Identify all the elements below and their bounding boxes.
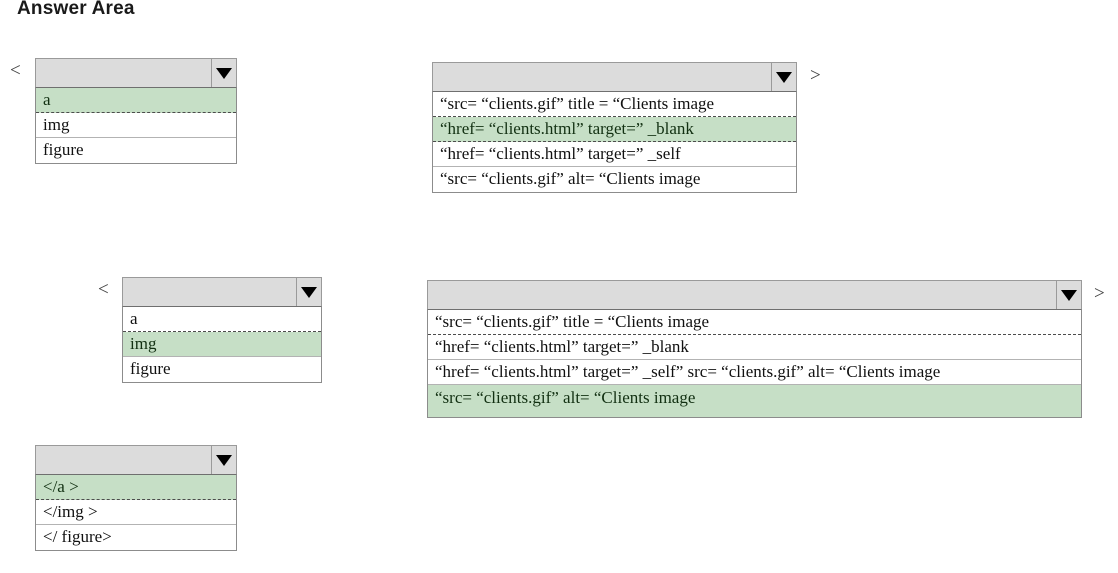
chevron-down-icon[interactable] <box>211 59 236 87</box>
list-item[interactable]: “href= “clients.html” target=” _blank <box>433 117 796 142</box>
caret-glyph <box>301 286 317 298</box>
list-item[interactable]: “src= “clients.gif” alt= “Clients image <box>428 385 1081 417</box>
chevron-down-icon[interactable] <box>771 63 796 91</box>
chevron-down-icon[interactable] <box>211 446 236 474</box>
list-item[interactable]: </ figure> <box>36 525 236 550</box>
list-item[interactable]: “src= “clients.gif” title = “Clients ima… <box>428 310 1081 335</box>
close-angle-bracket-row2: > <box>1094 283 1105 304</box>
caret-glyph <box>1061 289 1077 301</box>
dropdown-tag-close-header[interactable] <box>35 445 237 475</box>
list-item[interactable]: figure <box>123 357 321 382</box>
list-item[interactable]: “href= “clients.html” target=” _blank <box>428 335 1081 360</box>
list-item[interactable]: a <box>36 88 236 113</box>
open-angle-bracket-row1: < <box>10 60 21 81</box>
list-item[interactable]: “src= “clients.gif” title = “Clients ima… <box>433 92 796 117</box>
dropdown-attributes-2-header[interactable] <box>427 280 1082 310</box>
dropdown-attributes-2-options[interactable]: “src= “clients.gif” title = “Clients ima… <box>427 310 1082 418</box>
caret-glyph <box>216 67 232 79</box>
list-item[interactable]: </img > <box>36 500 236 525</box>
dropdown-tag-open-2[interactable]: a img figure <box>122 277 322 383</box>
list-item[interactable]: img <box>36 113 236 138</box>
list-item[interactable]: figure <box>36 138 236 163</box>
list-item[interactable]: img <box>123 332 321 357</box>
open-angle-bracket-row2: < <box>98 279 109 300</box>
dropdown-tag-close-options[interactable]: </a > </img > </ figure> <box>35 475 237 551</box>
list-item[interactable]: “src= “clients.gif” alt= “Clients image <box>433 167 796 192</box>
dropdown-tag-close[interactable]: </a > </img > </ figure> <box>35 445 237 551</box>
chevron-down-icon[interactable] <box>1056 281 1081 309</box>
dropdown-attributes-1-options[interactable]: “src= “clients.gif” title = “Clients ima… <box>432 92 797 193</box>
caret-glyph <box>776 71 792 83</box>
dropdown-tag-open-2-options[interactable]: a img figure <box>122 307 322 383</box>
list-item[interactable]: “href= “clients.html” target=” _self” sr… <box>428 360 1081 385</box>
dropdown-tag-open-1[interactable]: a img figure <box>35 58 237 164</box>
list-item[interactable]: “href= “clients.html” target=” _self <box>433 142 796 167</box>
chevron-down-icon[interactable] <box>296 278 321 306</box>
dropdown-attributes-1-header[interactable] <box>432 62 797 92</box>
page-title: Answer Area <box>17 0 135 19</box>
list-item[interactable]: a <box>123 307 321 332</box>
dropdown-tag-open-2-header[interactable] <box>122 277 322 307</box>
close-angle-bracket-row1: > <box>810 65 821 86</box>
list-item[interactable]: </a > <box>36 475 236 500</box>
dropdown-attributes-2[interactable]: “src= “clients.gif” title = “Clients ima… <box>427 280 1082 418</box>
caret-glyph <box>216 454 232 466</box>
dropdown-tag-open-1-options[interactable]: a img figure <box>35 88 237 164</box>
dropdown-tag-open-1-header[interactable] <box>35 58 237 88</box>
dropdown-attributes-1[interactable]: “src= “clients.gif” title = “Clients ima… <box>432 62 797 193</box>
